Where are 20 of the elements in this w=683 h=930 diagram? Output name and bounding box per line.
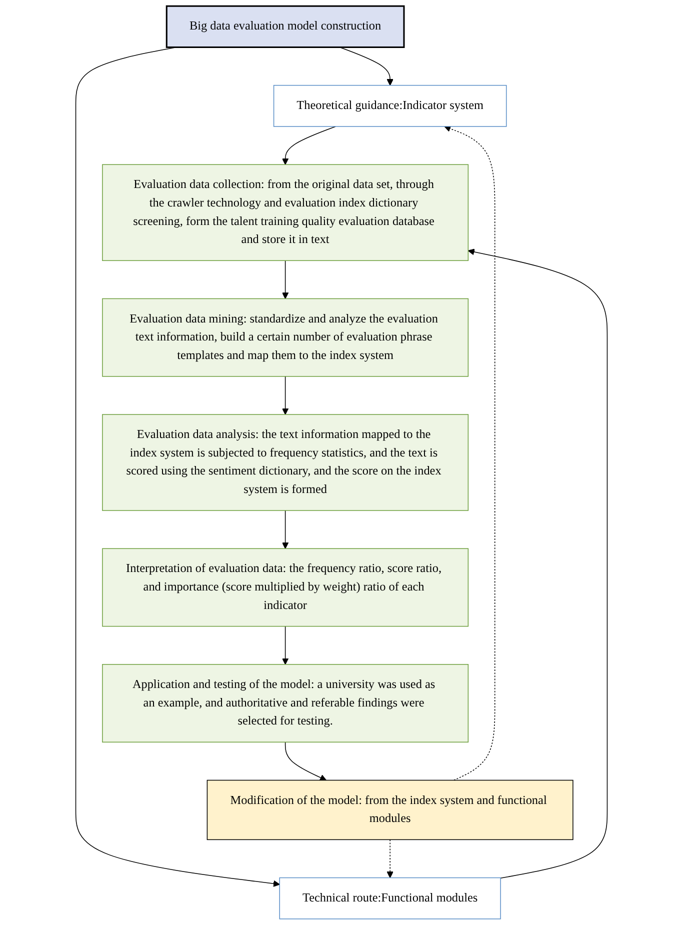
arrow	[282, 510, 289, 549]
arrow	[284, 742, 327, 781]
arrow	[339, 46, 394, 86]
node-box: Evaluation data mining: standardize and analyze the evaluation text information, build a certain number of evaluation phrase templates and map them to the index system	[102, 298, 469, 377]
arrow	[282, 260, 289, 299]
node-box: Evaluation data collection: from the original data set, through the crawler technology and evaluation index dictionary screening, form the talent training quality evaluation database and store it in text	[102, 164, 469, 261]
arrow	[75, 46, 280, 887]
arrow	[282, 626, 289, 665]
node-box: Theoretical guidance:Indicator system	[273, 84, 507, 127]
node-box: Modification of the model: from the index system and functional modules	[206, 780, 574, 840]
node-box: Technical route:Functional modules	[279, 877, 501, 920]
arrow	[468, 248, 608, 879]
node-box: Evaluation data analysis: the text information mapped to the index system is subjected to frequency statistics, and the text is scored using the sentiment dictionary, and the score on the index system is formed	[102, 414, 469, 511]
node-box: Application and testing of the model: a university was used as an example, and authoritative and referable findings were selected for testing.	[102, 664, 469, 743]
arrow	[282, 376, 289, 415]
arrow	[386, 839, 394, 878]
arrow	[444, 125, 496, 781]
arrow	[282, 126, 336, 165]
node-box: Big data evaluation model construction	[166, 5, 405, 48]
node-box: Interpretation of evaluation data: the frequency ratio, score ratio, and importance (score multiplied by weight) ratio of each indicator	[102, 548, 469, 627]
